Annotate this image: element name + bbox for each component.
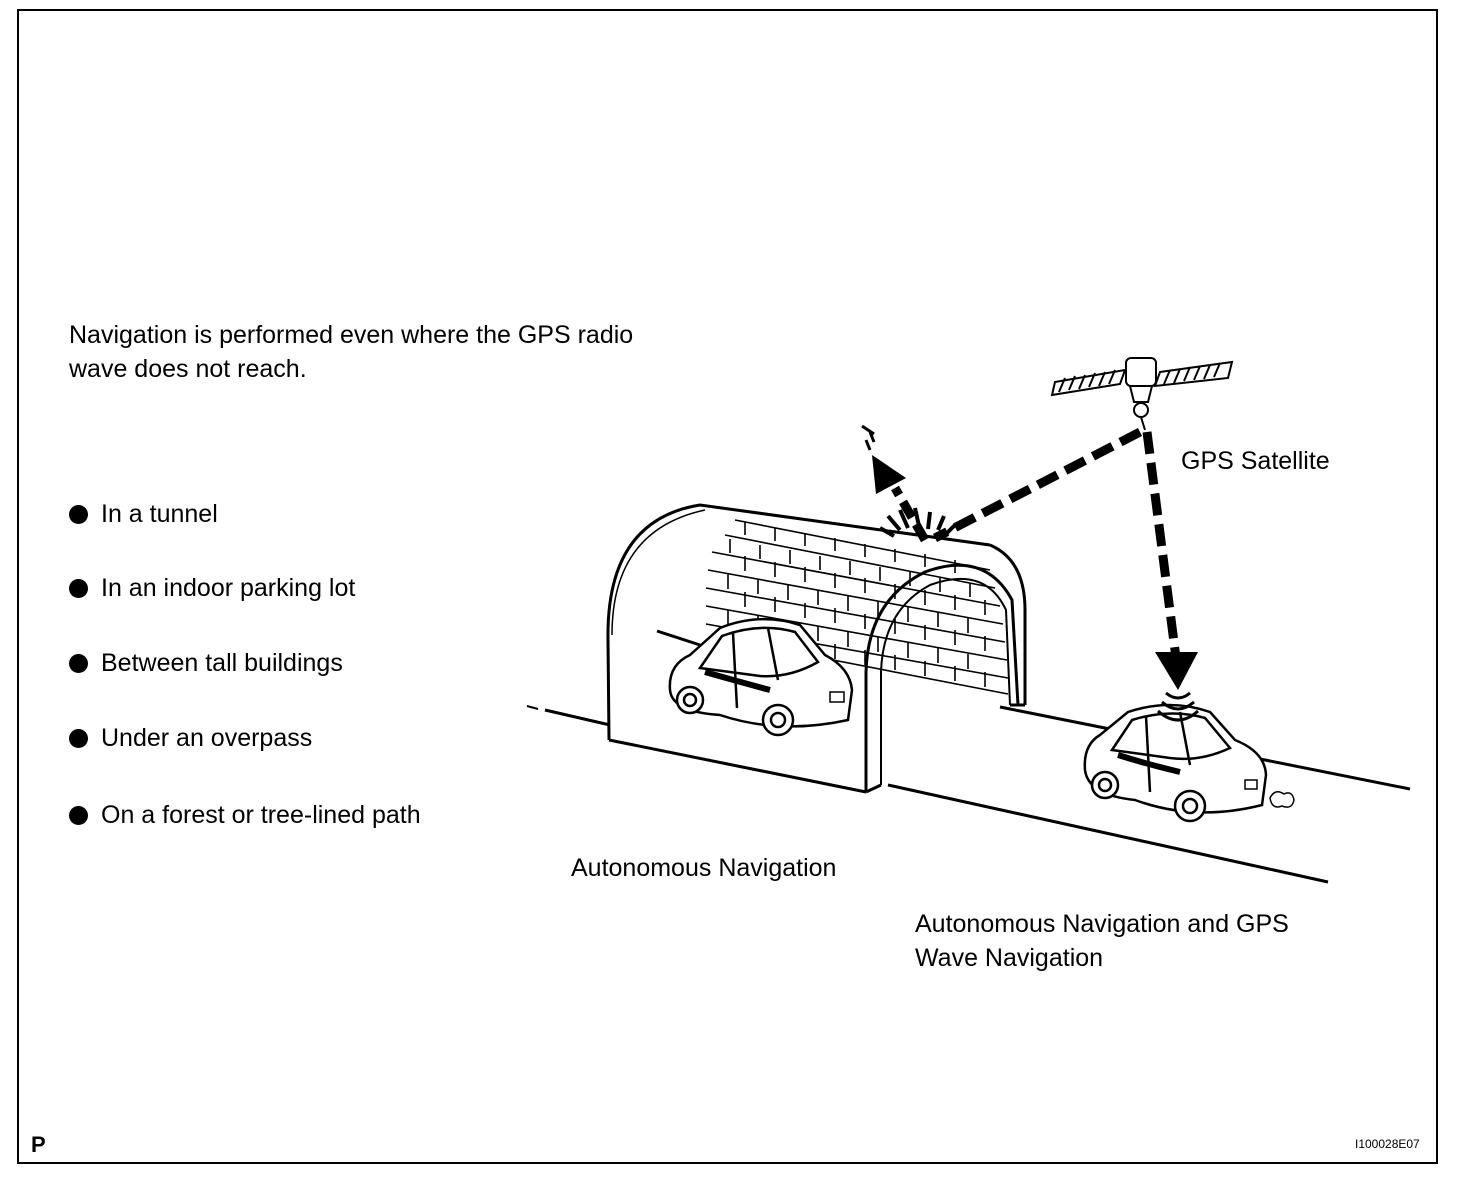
condition-item: In a tunnel <box>68 497 421 531</box>
gps-signal-to-car <box>1142 431 1200 722</box>
figure-id: I100028E07 <box>1355 1137 1420 1151</box>
bullet-icon <box>69 654 88 673</box>
car-outside <box>1083 703 1295 823</box>
condition-item: Between tall buildings <box>68 646 421 680</box>
condition-item: In an indoor parking lot <box>68 571 421 605</box>
intro-text: Navigation is performed even where the G… <box>69 321 634 383</box>
tunnel-brick-wall <box>705 519 1009 695</box>
gps-satellite-label: GPS Satellite <box>1181 447 1330 475</box>
condition-item: Under an overpass <box>68 721 421 755</box>
bullet-icon <box>69 579 88 598</box>
bullet-icon <box>69 729 88 748</box>
gps-signal-blocked <box>861 424 1143 543</box>
condition-item: On a forest or tree-lined path <box>68 798 421 832</box>
autonomous-navigation-label: Autonomous Navigation <box>571 854 837 882</box>
tunnel <box>606 503 1027 794</box>
gps-satellite-icon <box>1050 357 1234 431</box>
condition-list: In a tunnel In an indoor parking lot Bet… <box>68 497 421 832</box>
bullet-icon <box>69 806 88 825</box>
car-in-tunnel <box>668 617 854 737</box>
autonomous-and-gps-label: Autonomous Navigation and GPS Wave Navig… <box>915 910 1289 972</box>
corner-marker: P <box>31 1132 46 1157</box>
figure-frame <box>17 9 1438 1164</box>
bullet-icon <box>69 505 88 524</box>
